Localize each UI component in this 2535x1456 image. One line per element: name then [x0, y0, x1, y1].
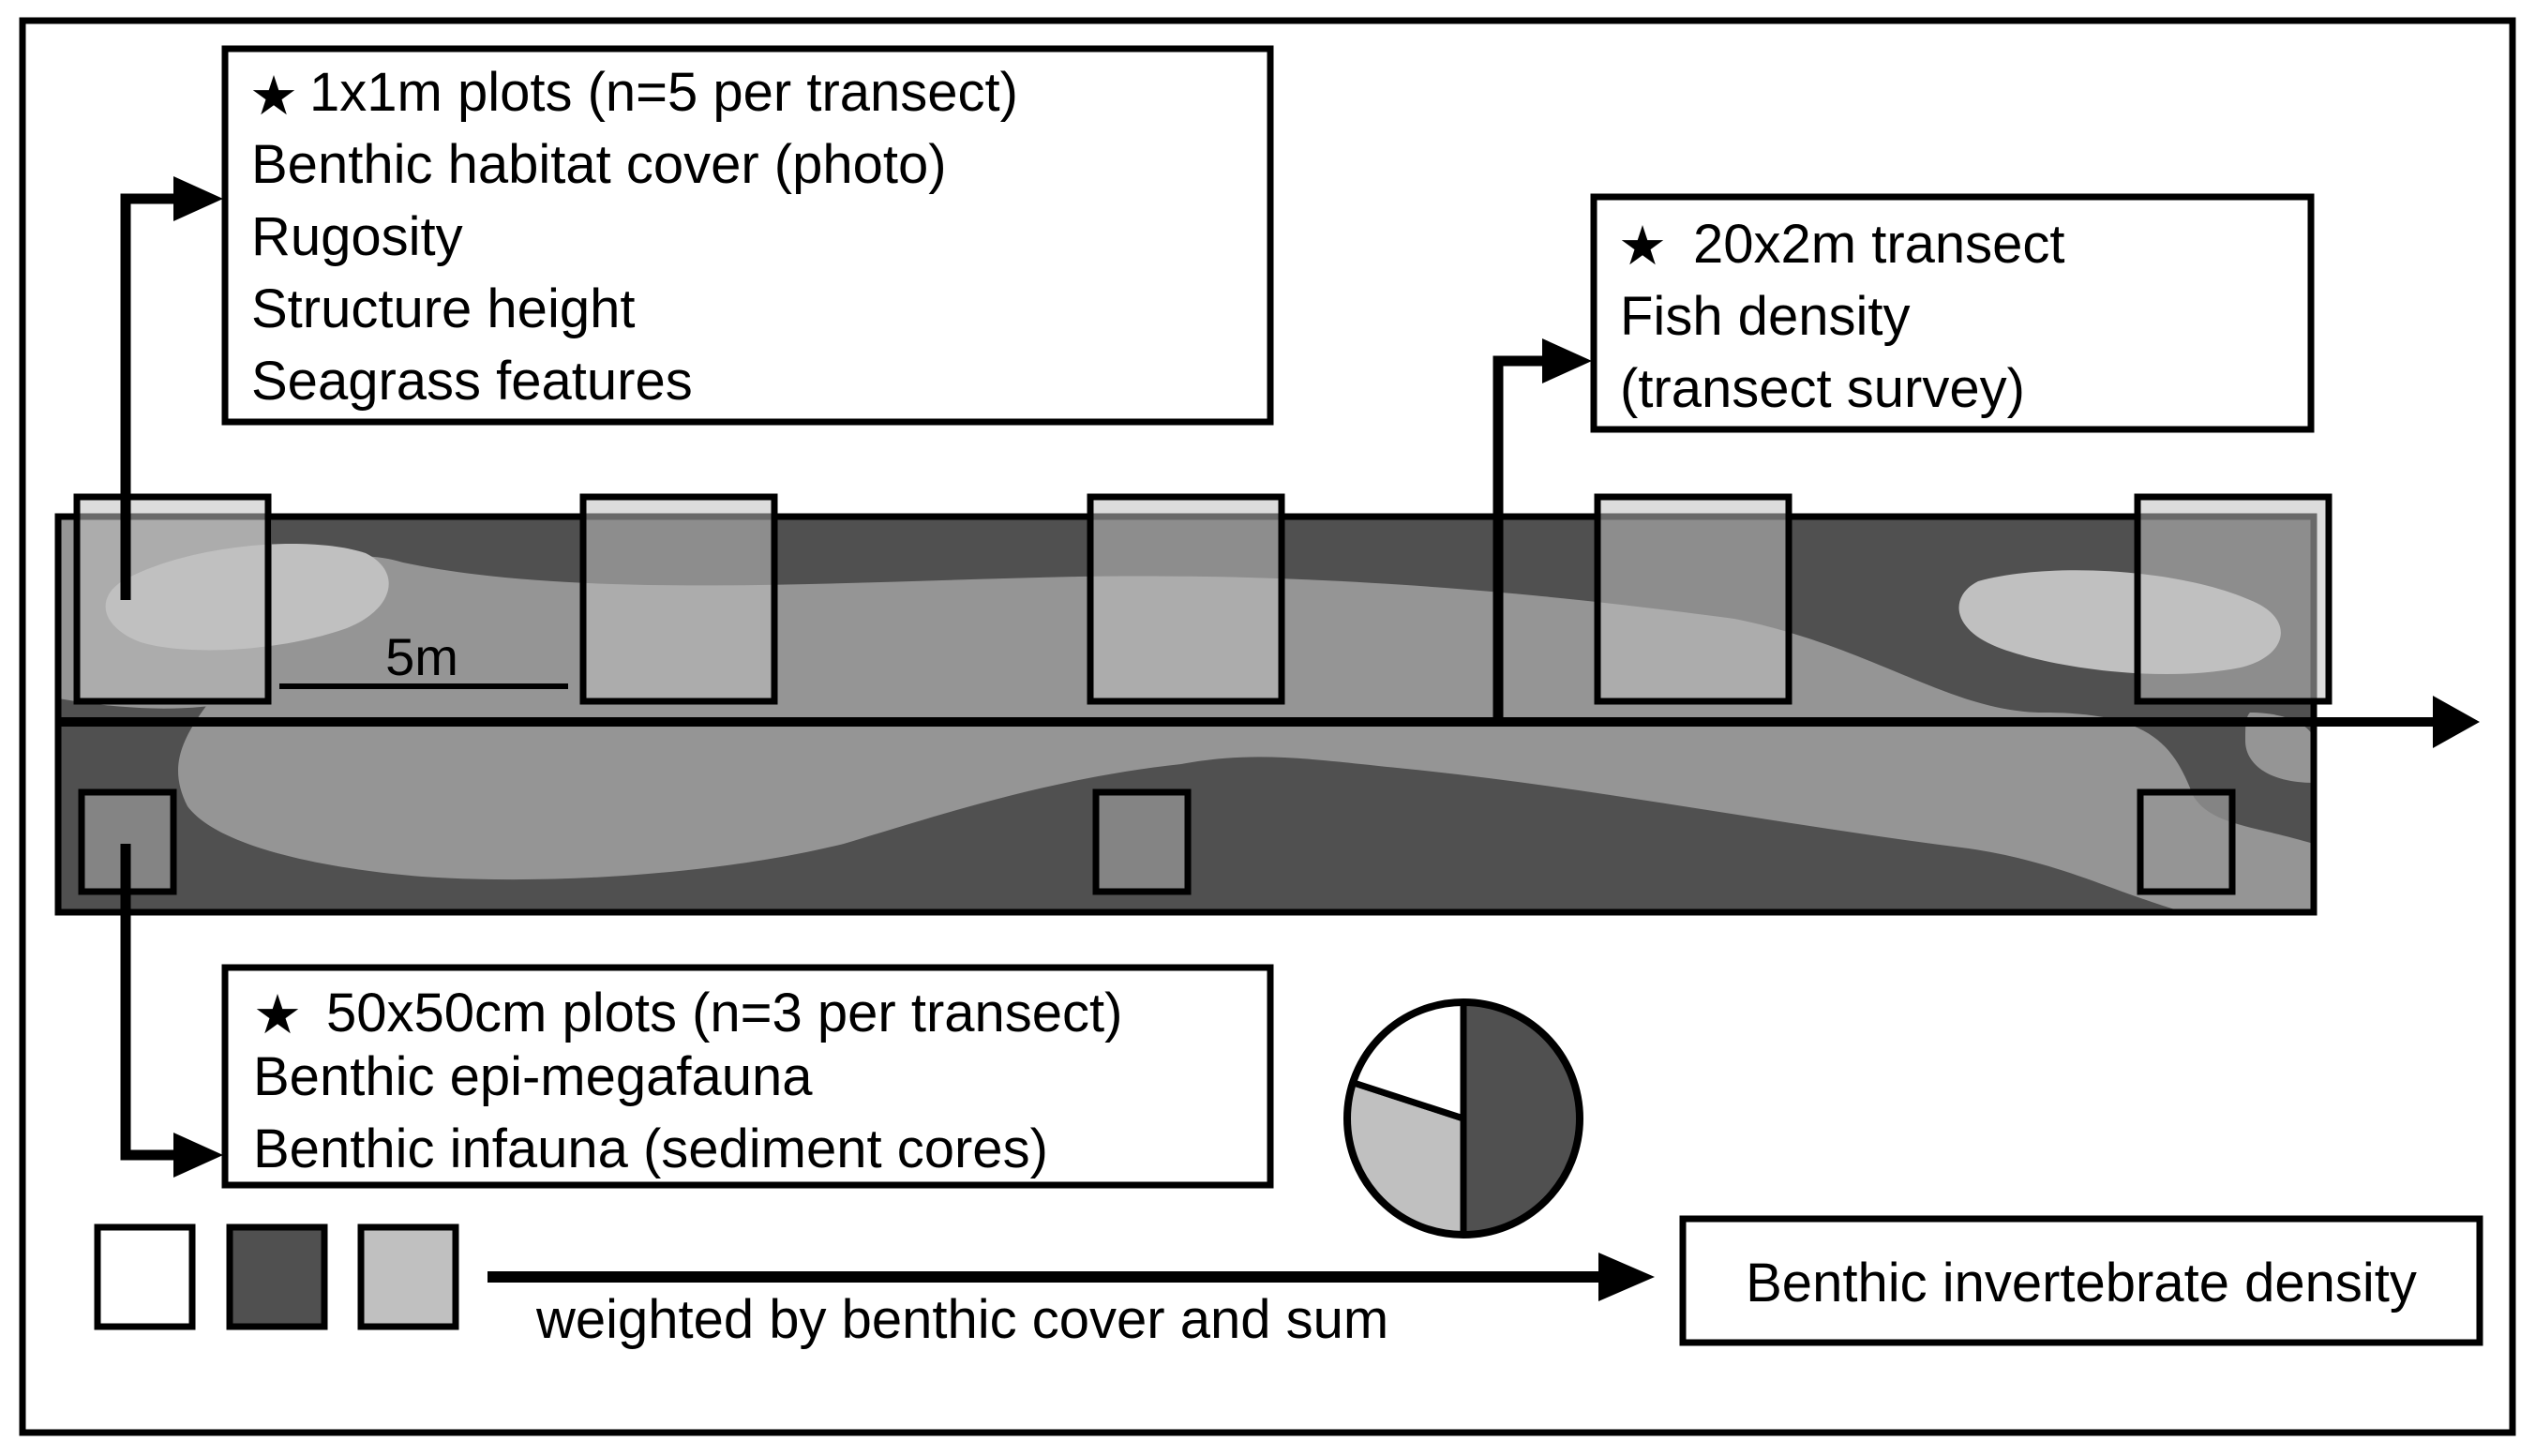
star-icon: ★	[253, 984, 302, 1045]
scale-label: 5m	[385, 627, 458, 686]
box-transect-title: 20x2m transect	[1693, 214, 2065, 275]
plot-50cm-1	[78, 788, 177, 895]
box-1m-line-4: Seagrass features	[251, 351, 693, 412]
box-1m-line-3: Structure height	[251, 278, 635, 339]
box-1m-line-2: Rugosity	[251, 206, 463, 267]
box-1m-line-1: Benthic habitat cover (photo)	[251, 134, 947, 195]
box-50cm-line-1: Benthic epi-megafauna	[253, 1046, 813, 1107]
plot-1m-5	[2134, 493, 2332, 705]
plot-1m-4	[1594, 493, 1792, 705]
plot-1m-2	[579, 493, 778, 705]
weighting-label: weighted by benthic cover and sum	[535, 1289, 1388, 1350]
box-50cm-title: 50x50cm plots (n=3 per transect)	[326, 983, 1122, 1043]
legend-square-dark	[226, 1223, 328, 1330]
plot-1m-3	[1087, 493, 1285, 705]
info-box-50cm-plots: ★ 50x50cm plots (n=3 per transect) Benth…	[221, 964, 1274, 1189]
habitat-cover-pie	[1343, 998, 1583, 1238]
transect-arrow	[58, 696, 2480, 748]
plots-1m-group	[73, 493, 2332, 705]
star-icon: ★	[1618, 216, 1667, 277]
result-box: Benthic invertebrate density	[1679, 1215, 2483, 1346]
habitat-legend	[94, 1223, 459, 1330]
result-label: Benthic invertebrate density	[1746, 1253, 2417, 1313]
star-icon: ★	[249, 66, 298, 127]
connector-plot-50cm	[120, 844, 223, 1178]
box-50cm-line-2: Benthic infauna (sediment cores)	[253, 1118, 1048, 1179]
info-box-1m-plots: ★ 1x1m plots (n=5 per transect) Benthic …	[221, 45, 1274, 426]
plots-50cm-group	[78, 788, 2236, 895]
pie-outline	[1343, 998, 1583, 1238]
info-box-transect: ★ 20x2m transect Fish density (transect …	[1590, 193, 2315, 433]
legend-square-white	[94, 1223, 196, 1330]
connector-plot-1m	[120, 176, 223, 600]
plot-50cm-2	[1092, 788, 1192, 895]
box-1m-title: 1x1m plots (n=5 per transect)	[309, 62, 1018, 123]
plot-1m-1	[73, 493, 272, 705]
legend-square-light	[357, 1223, 459, 1330]
plot-50cm-3	[2137, 788, 2236, 895]
habitat-patch-medium-right	[2245, 713, 2314, 783]
weighting-arrow	[488, 1253, 1655, 1301]
connector-transect	[1492, 338, 1592, 722]
box-transect-line-2: (transect survey)	[1620, 358, 2025, 419]
box-transect-line-1: Fish density	[1620, 286, 1910, 347]
